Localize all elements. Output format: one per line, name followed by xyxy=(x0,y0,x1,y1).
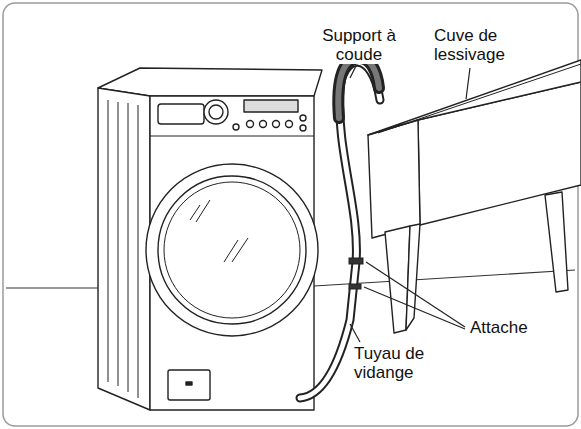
floor-line xyxy=(6,287,98,288)
part-label: Attache xyxy=(468,318,530,337)
laundry-tub xyxy=(368,60,581,333)
washing-machine xyxy=(98,68,322,410)
tie xyxy=(349,284,361,289)
frame xyxy=(3,3,578,426)
part-label: Cuve de lessivage xyxy=(432,26,524,64)
leader-lines xyxy=(350,66,470,342)
part-label: Support à coude xyxy=(318,26,400,64)
part-label: Tuyau de vidange xyxy=(352,344,442,382)
tie xyxy=(349,258,363,264)
